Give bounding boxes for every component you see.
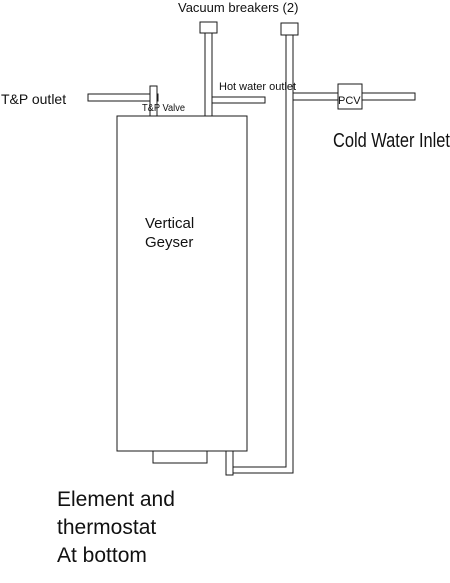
- hot-water-outlet-label: Hot water outlet: [219, 81, 296, 93]
- element-flange: [152, 450, 208, 464]
- geyser-tank: [116, 115, 248, 452]
- cold-water-inlet-label: Cold Water Inlet: [333, 130, 450, 152]
- vacuum-breaker-left: [199, 21, 218, 34]
- pcv-label: PCV: [338, 95, 361, 107]
- hot-water-outlet-pipe: [211, 96, 266, 104]
- tp-outlet-pipe: [87, 93, 159, 102]
- pcv-valve: [337, 83, 363, 110]
- geyser-label-line2: Geyser: [145, 234, 193, 251]
- cold-inlet-pipe-right: [361, 92, 416, 101]
- element-label-line3: At bottom: [57, 544, 147, 567]
- hot-outlet-riser-pipe: [204, 32, 213, 117]
- element-label-line2: thermostat: [57, 516, 156, 539]
- vacuum-breaker-right: [280, 22, 299, 36]
- tp-outlet-label: T&P outlet: [1, 91, 66, 107]
- element-label-line1: Element and: [57, 488, 175, 511]
- cold-feed-entry-stub: [225, 450, 234, 476]
- geyser-label-line1: Vertical: [145, 215, 194, 232]
- cold-inlet-pipe-left: [292, 92, 339, 101]
- vacuum-breakers-label: Vacuum breakers (2): [178, 0, 298, 15]
- tp-valve-label: T&P Valve: [142, 103, 185, 114]
